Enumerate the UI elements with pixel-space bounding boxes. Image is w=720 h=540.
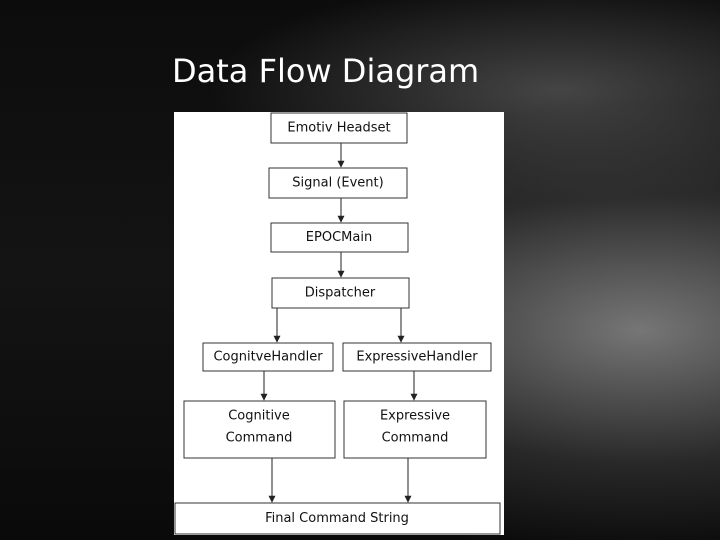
node-cognitive-command-label-line1: Cognitive (228, 409, 290, 424)
node-final-command-string: Final Command String (174, 502, 501, 535)
node-cognitive-command-label-line2: Command (226, 431, 293, 446)
node-expressive-handler: ExpressiveHandler (342, 342, 492, 372)
node-dispatcher: Dispatcher (271, 277, 410, 309)
node-epocmain: EPOCMain (270, 222, 409, 253)
slide-title: Data Flow Diagram (172, 52, 480, 90)
node-final-command-string-label: Final Command String (265, 511, 409, 526)
node-expressive-command: Expressive Command (343, 400, 487, 459)
node-emotiv-headset-label: Emotiv Headset (287, 121, 390, 136)
node-dispatcher-label: Dispatcher (305, 286, 376, 301)
node-cognitive-handler-label: CognitveHandler (213, 350, 323, 365)
node-cognitive-command: Cognitive Command (183, 400, 336, 459)
node-emotiv-headset: Emotiv Headset (270, 112, 408, 144)
node-expressive-command-label-line2: Command (382, 431, 449, 446)
node-epocmain-label: EPOCMain (306, 230, 372, 245)
node-cognitive-handler: CognitveHandler (202, 342, 334, 372)
node-expressive-handler-label: ExpressiveHandler (356, 350, 478, 365)
edges (260, 143, 418, 503)
node-expressive-command-label-line1: Expressive (380, 409, 450, 424)
node-signal-event-label: Signal (Event) (292, 176, 383, 191)
node-signal-event: Signal (Event) (268, 167, 408, 199)
